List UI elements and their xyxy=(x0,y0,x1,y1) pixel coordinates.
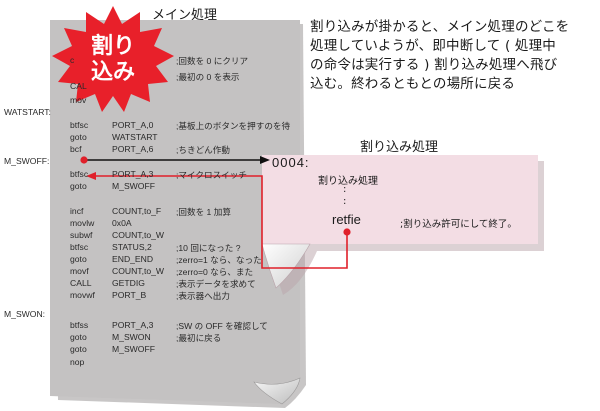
code-comment: ;最初の 0 を表示 xyxy=(176,72,240,82)
return-arrowhead xyxy=(86,172,96,180)
code-operand: WATSTART xyxy=(112,132,158,142)
label-watstart: WATSTART: xyxy=(4,107,51,117)
code-operand: GETDIG xyxy=(112,278,145,288)
interrupt-starburst xyxy=(52,6,174,112)
starburst-line-2: 込み xyxy=(90,60,135,85)
code-operand: M_SWOFF xyxy=(112,181,155,191)
code-comment: ;表示データを求めて xyxy=(176,279,256,289)
starburst-label: 割り 込み xyxy=(73,34,153,86)
code-comment: ;マイクロスイッチ xyxy=(176,170,247,180)
description-line: 処理していようが、即中断して ( 処理中 xyxy=(310,38,556,54)
code-opcode: c xyxy=(70,55,75,65)
code-opcode: nop xyxy=(70,357,85,367)
code-comment: ;SW の OFF を確認して xyxy=(176,321,268,331)
code-operand: 0x0A xyxy=(112,218,132,228)
code-comment: ;ちきどん作動 xyxy=(176,145,230,155)
starburst-line-1: 割り xyxy=(90,34,135,59)
isr-address: 0004: xyxy=(272,155,310,170)
interrupt-box-curl xyxy=(261,243,311,289)
isr-dot: : xyxy=(343,196,347,207)
code-opcode: goto xyxy=(70,344,87,354)
isr-dot: : xyxy=(343,184,347,195)
code-comment: ;zerro=1 なら、なった xyxy=(176,255,262,265)
code-operand: M_SWON xyxy=(112,332,151,342)
main-paper-curl xyxy=(253,377,301,405)
code-operand: PORT_A,3 xyxy=(112,169,154,179)
code-operand: PORT_A,0 xyxy=(112,120,154,130)
code-opcode: CAL xyxy=(70,81,87,91)
isr-comment: ;割り込み許可にして終了。 xyxy=(400,219,517,230)
isr-retfie: retfie xyxy=(332,212,361,227)
code-operand: END_END xyxy=(112,254,154,264)
code-comment: ;基板上のボタンを押すのを待 xyxy=(176,121,291,131)
label-m-swoff: M_SWOFF: xyxy=(4,156,50,166)
code-operand: PORT_A,6 xyxy=(112,144,154,154)
code-comment: ;zerro=0 なら、また xyxy=(176,267,254,277)
code-opcode: goto xyxy=(70,254,87,264)
code-operand: COUNT,to_W xyxy=(112,266,165,276)
description-line: 割り込みが掛かると、メイン処理のどこを xyxy=(310,19,570,35)
code-operand: COUNT,to_W xyxy=(112,230,165,240)
code-opcode: goto xyxy=(70,181,87,191)
code-opcode: CALL xyxy=(70,278,92,288)
label-m-swon: M_SWON: xyxy=(4,309,46,319)
main-paper xyxy=(50,20,300,404)
code-comment: ;回数を 1 加算 xyxy=(176,207,231,217)
code-operand: PORT_A,3 xyxy=(112,320,154,330)
code-opcode: movwf xyxy=(70,290,95,300)
code-operand: M_SWOFF xyxy=(112,344,155,354)
code-opcode: subwf xyxy=(70,230,93,240)
code-opcode: movf xyxy=(70,266,89,276)
code-opcode: btfsc xyxy=(70,120,89,130)
code-opcode: incf xyxy=(70,206,84,216)
description-line: 込む。終わるともとの場所に戻る xyxy=(310,76,516,92)
code-opcode: btfss xyxy=(70,320,89,330)
interrupt-box xyxy=(262,155,538,288)
code-operand: PORT_B xyxy=(112,290,147,300)
code-opcode: btfsc xyxy=(70,169,89,179)
code-opcode: goto xyxy=(70,132,87,142)
code-comment: ;表示器へ出力 xyxy=(176,291,230,301)
code-opcode: goto xyxy=(70,332,87,342)
main-process-title: メイン処理 xyxy=(152,8,218,23)
jump-arrowhead xyxy=(260,156,270,164)
code-opcode: btfsc xyxy=(70,242,89,252)
retfie-dot xyxy=(343,228,351,236)
code-comment: ;最初に戻る xyxy=(176,333,222,343)
code-opcode: mov xyxy=(70,95,87,105)
code-comment: ;10 回になった ? xyxy=(176,243,241,253)
interrupt-point-dot xyxy=(80,156,88,164)
isr-title: 割り込み処理 xyxy=(318,176,378,187)
description-line: の命令は実行する ) 割り込み処理へ飛び xyxy=(310,57,558,73)
code-opcode: bcf xyxy=(70,144,82,154)
return-arrow-line xyxy=(95,175,348,269)
code-operand: COUNT,to_F xyxy=(112,206,162,216)
code-operand: STATUS,2 xyxy=(112,242,152,252)
code-comment: ;回数を 0 にクリア xyxy=(176,56,249,66)
code-opcode: movlw xyxy=(70,218,95,228)
interrupt-process-title: 割り込み処理 xyxy=(360,140,439,155)
description: 割り込みが掛かると、メイン処理のどこを 処理していようが、即中断して ( 処理中… xyxy=(310,18,600,94)
